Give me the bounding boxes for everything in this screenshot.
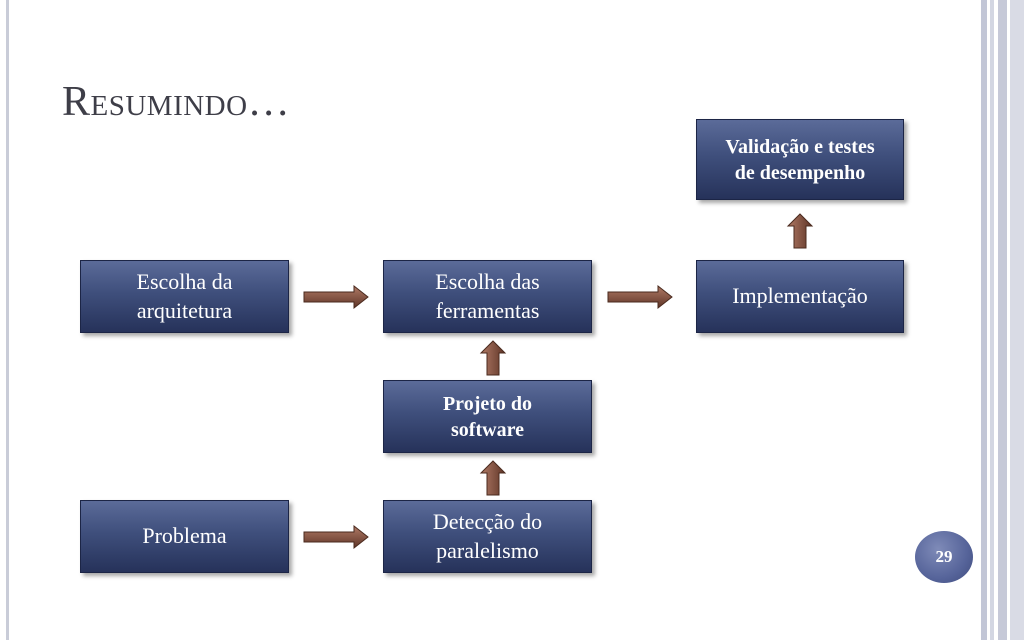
box-problema: Problema: [80, 500, 289, 573]
box-deteccao-paralelismo: Detecção do paralelismo: [383, 500, 592, 573]
box-label: Problema: [142, 523, 227, 549]
box-label: Implementação: [732, 283, 868, 309]
box-implementacao: Implementação: [696, 260, 904, 333]
box-label: Validação e testes de desempenho: [725, 135, 875, 184]
frame-right-line: [1010, 0, 1024, 640]
arrow-right-icon: [303, 524, 369, 550]
box-label: Escolha da arquitetura: [136, 269, 233, 323]
frame-left-line: [6, 0, 9, 640]
arrow-right-icon: [607, 284, 673, 310]
frame-right-line: [981, 0, 987, 640]
box-escolha-ferramentas: Escolha das ferramentas: [383, 260, 592, 333]
box-escolha-arquitetura: Escolha da arquitetura: [80, 260, 289, 333]
page-number-badge: 29: [915, 531, 973, 583]
arrow-up-icon: [786, 213, 814, 249]
box-label: Projeto do software: [442, 392, 533, 441]
arrow-right-icon: [303, 284, 369, 310]
frame-right-line: [990, 0, 994, 640]
box-label: Escolha das ferramentas: [435, 269, 540, 323]
arrow-up-icon: [479, 340, 507, 376]
frame-right-line: [998, 0, 1007, 640]
arrow-up-icon: [479, 460, 507, 496]
box-projeto-software: Projeto do software: [383, 380, 592, 453]
box-label: Detecção do paralelismo: [432, 509, 543, 563]
slide-title: Resumindo…: [62, 79, 291, 125]
box-validacao: Validação e testes de desempenho: [696, 119, 904, 200]
